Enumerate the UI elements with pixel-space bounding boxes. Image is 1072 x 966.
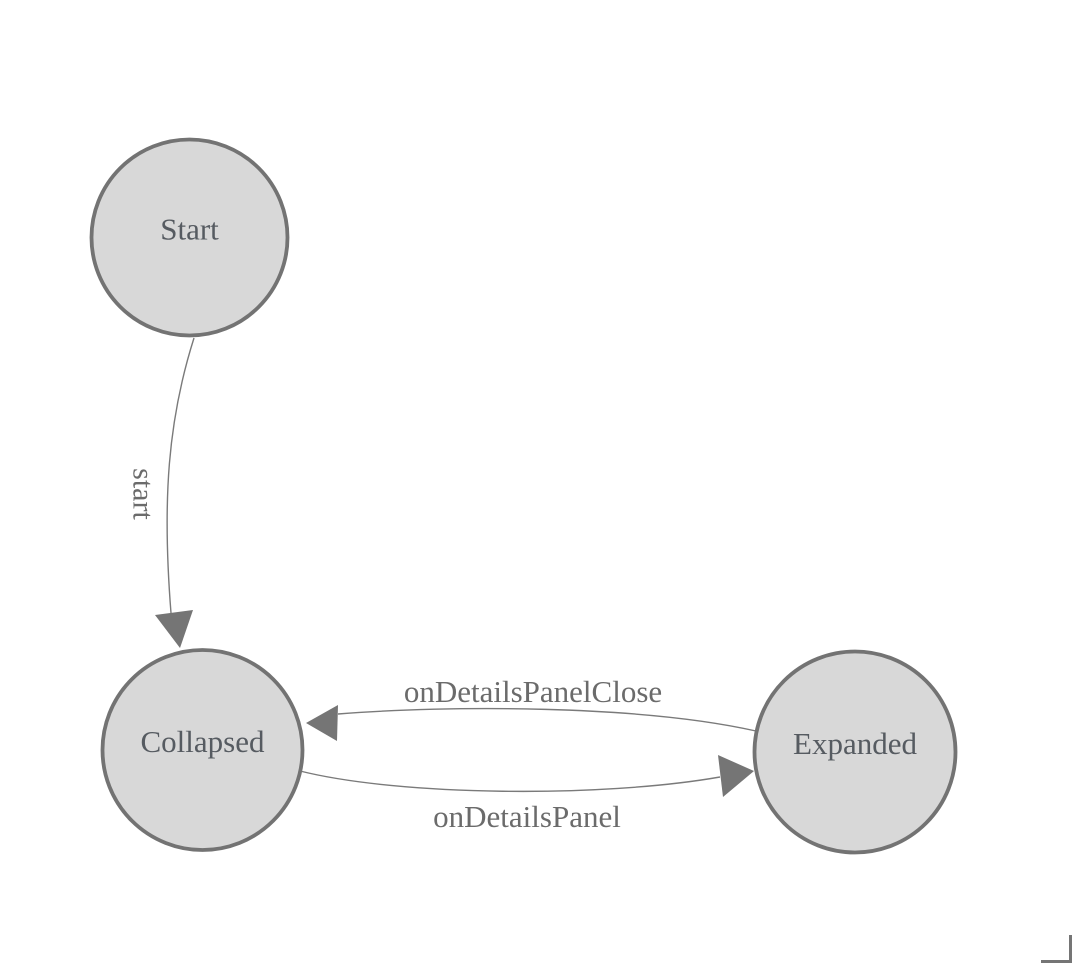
state-node-collapsed-label: Collapsed — [141, 724, 265, 759]
state-node-collapsed[interactable]: Collapsed — [100, 648, 305, 852]
arrowhead-icon — [718, 755, 754, 797]
state-node-start[interactable]: Start — [89, 137, 290, 338]
edge-ondetailspanel-path — [299, 770, 721, 793]
resize-corner-icon[interactable] — [1041, 935, 1072, 963]
state-node-expanded[interactable]: Expanded — [752, 649, 958, 855]
edge-start-to-collapsed: start — [127, 337, 195, 648]
state-node-collapsed-circle — [100, 648, 305, 852]
edge-collapsed-to-expanded: onDetailsPanel — [299, 755, 754, 834]
edge-start-path — [166, 337, 195, 614]
state-node-expanded-circle — [752, 649, 958, 855]
state-node-start-label: Start — [160, 212, 219, 247]
edge-label-start: start — [127, 468, 160, 520]
edge-label-ondetailspanel: onDetailsPanel — [433, 799, 621, 834]
arrowhead-icon — [155, 610, 193, 648]
state-node-start-circle — [89, 137, 290, 338]
state-node-expanded-label: Expanded — [793, 726, 917, 761]
edge-expanded-to-collapsed: onDetailsPanelClose — [306, 674, 757, 741]
arrowhead-icon — [306, 705, 338, 741]
edge-label-ondetailspanelclose: onDetailsPanelClose — [404, 674, 662, 709]
edge-ondetailspanelclose-path — [337, 707, 757, 732]
